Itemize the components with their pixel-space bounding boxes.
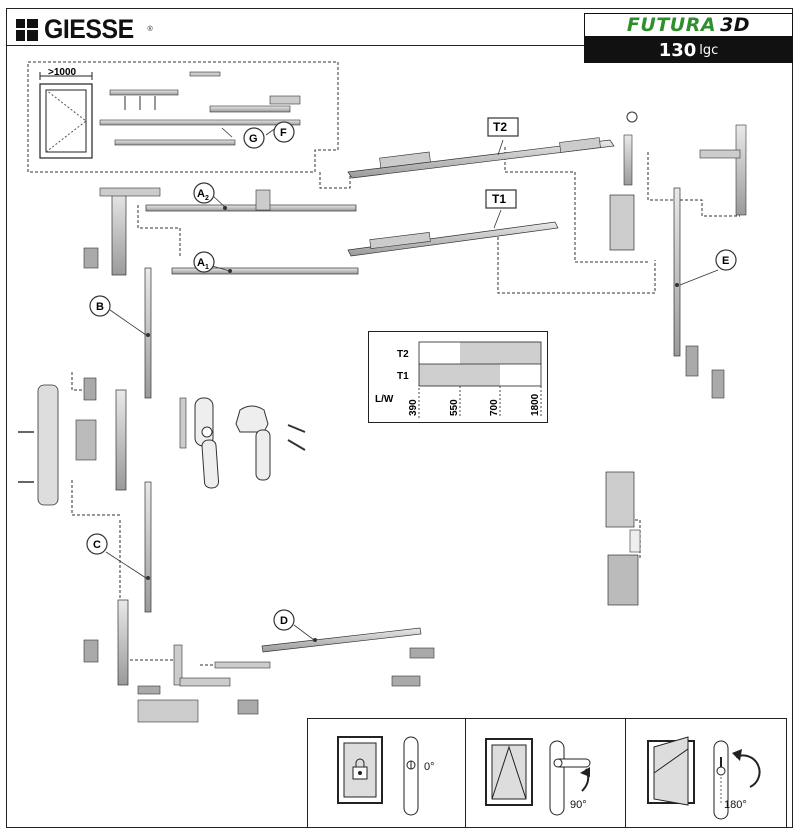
svg-text:A: A: [197, 257, 205, 269]
callout-f: F: [273, 121, 295, 143]
angle-0: 0°: [424, 761, 435, 773]
table-cell-t1-0: [419, 364, 460, 386]
svg-text:B: B: [96, 301, 104, 313]
table-tick-700: 700: [489, 399, 500, 416]
locked-window-icon: [337, 736, 419, 816]
product-line: FUTURA 3D: [584, 13, 793, 37]
turn-window-icon: [485, 738, 591, 816]
svg-text:A: A: [197, 188, 205, 200]
product-size-value: 130: [658, 39, 697, 61]
svg-text:F: F: [280, 127, 287, 139]
table-tick-550: 550: [449, 399, 460, 416]
arm-selection-grid: T2 T1 L/W 390 550 700 1800: [375, 341, 542, 418]
product-size-unit: lgc: [699, 42, 719, 58]
legend-tilt-position: 180°: [626, 719, 786, 827]
brand-logo: GIESSE ®: [16, 14, 153, 45]
svg-text:E: E: [722, 255, 729, 267]
callout-e: E: [715, 249, 737, 271]
callout-b: B: [89, 295, 111, 317]
callout-d: D: [273, 609, 295, 631]
svg-text:D: D: [280, 615, 288, 627]
svg-text:T1: T1: [492, 192, 506, 206]
table-cell-t2-1: [460, 342, 500, 364]
svg-text:2: 2: [205, 195, 209, 202]
callout-a2: A 2: [193, 182, 215, 204]
top-right-stay: [609, 111, 747, 251]
giesse-logo-icon: [16, 18, 38, 41]
part-b-bar: [144, 267, 152, 399]
callout-t2: T2: [487, 117, 519, 137]
part-c-bar: [144, 481, 152, 613]
detail-inset: >1000: [27, 61, 339, 173]
part-e-bar: [673, 187, 725, 399]
svg-text:G: G: [249, 133, 258, 145]
part-t2-arm: [347, 137, 615, 179]
bottom-corner-hinge: [83, 599, 271, 723]
tilt-window-icon: [647, 736, 761, 820]
product-line-name: FUTURA: [626, 14, 717, 36]
corner-hinge: [83, 187, 161, 276]
registered-mark: ®: [147, 26, 153, 33]
part-t1-arm: [347, 221, 559, 257]
table-axis-label: L/W: [375, 394, 394, 405]
table-row-t1-label: T1: [397, 371, 409, 382]
angle-90: 90°: [570, 799, 587, 811]
connector-lines: [71, 147, 740, 666]
callout-leaders: [105, 121, 719, 641]
window-handle-side: [235, 405, 306, 481]
callout-a1: A 1: [193, 251, 215, 273]
legend-locked-position: 0°: [308, 719, 466, 827]
table-row-t2-label: T2: [397, 349, 409, 360]
legend-turn-position: 90°: [466, 719, 626, 827]
brand-name: GIESSE: [44, 14, 134, 44]
angle-180: 180°: [724, 799, 747, 811]
svg-text:1: 1: [205, 264, 209, 271]
product-line-version: 3D: [720, 14, 751, 36]
handle-position-legend: 0° 90° 180°: [307, 718, 787, 828]
arm-selection-table: T2 T1 L/W 390 550 700 1800: [368, 331, 548, 423]
callout-c: C: [86, 533, 108, 555]
svg-text:T2: T2: [493, 120, 507, 134]
part-a2-bar: [145, 189, 357, 212]
table-tick-1800: 1800: [530, 393, 541, 416]
dimension-note: >1000: [48, 67, 77, 78]
window-handle-front: [179, 397, 220, 489]
bottom-right-hinge: [605, 471, 641, 606]
svg-text:C: C: [93, 539, 101, 551]
window-outline-icon: [39, 83, 93, 159]
callout-t1: T1: [485, 189, 517, 209]
middle-gearbox: [18, 377, 127, 506]
table-cell-t1-1: [460, 364, 500, 386]
part-d-bar: [261, 627, 435, 687]
table-tick-390: 390: [408, 399, 419, 416]
callout-g: G: [243, 127, 265, 149]
table-cell-t2-2: [500, 342, 541, 364]
header-bar: GIESSE ®: [6, 8, 793, 46]
